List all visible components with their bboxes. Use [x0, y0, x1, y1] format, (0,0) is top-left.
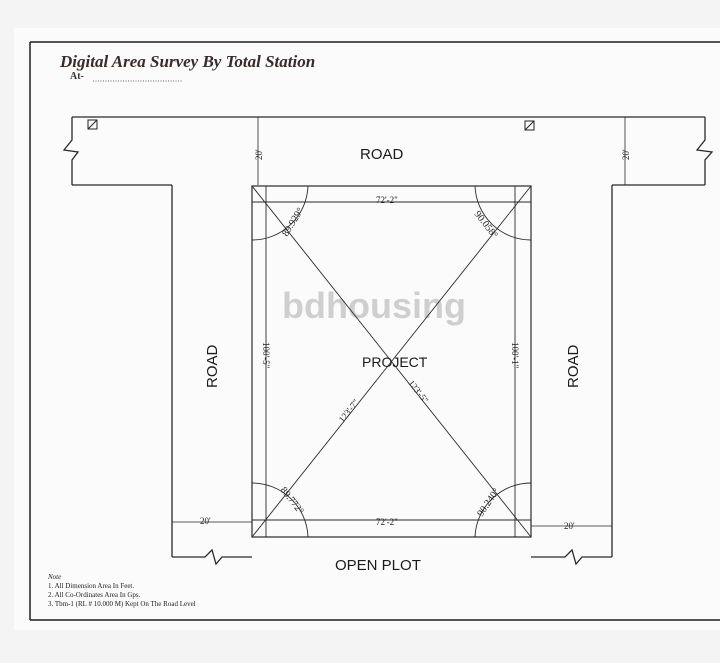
- at-label: At-: [70, 71, 84, 82]
- dim-top-side: 72'-2": [376, 195, 398, 205]
- benchmark-marker-right: [524, 120, 535, 131]
- project-plot: [251, 185, 532, 538]
- notes-block: Note 1. All Dimension Area In Feet. 2. A…: [48, 573, 196, 609]
- note-item: 1. All Dimension Area In Feet.: [48, 582, 135, 590]
- road-outline: [62, 116, 714, 566]
- angle-arcs: [251, 185, 532, 538]
- dim-road-bottom-left: 20': [200, 516, 211, 526]
- notes-heading: Note: [48, 573, 62, 581]
- note-item: 3. Tbm-1 (RL # 10.000 M) Kept On The Roa…: [48, 600, 196, 608]
- dim-road-bottom-right: 20': [564, 521, 575, 531]
- dim-left-side: 100'-5": [261, 342, 271, 369]
- dim-bottom-side: 72'-2": [376, 517, 398, 527]
- note-item: 2. All Co-Ordinates Area In Gps.: [48, 591, 141, 599]
- road-label-bottom: OPEN PLOT: [335, 557, 421, 574]
- dim-road-top-right: 20': [621, 149, 631, 160]
- dim-right-side: 100'-1": [510, 342, 520, 369]
- project-label: PROJECT: [362, 354, 428, 370]
- road-label-left: ROAD: [204, 344, 221, 388]
- paper: [14, 28, 720, 630]
- watermark-text: bdhousing: [282, 285, 466, 326]
- drawing-title: Digital Area Survey By Total Station: [60, 52, 316, 71]
- road-label-top: ROAD: [360, 146, 404, 163]
- road-width-marks: [172, 117, 626, 527]
- dim-road-top-left: 20': [254, 149, 264, 160]
- benchmark-marker-left: [87, 119, 98, 130]
- road-label-right: ROAD: [565, 344, 582, 388]
